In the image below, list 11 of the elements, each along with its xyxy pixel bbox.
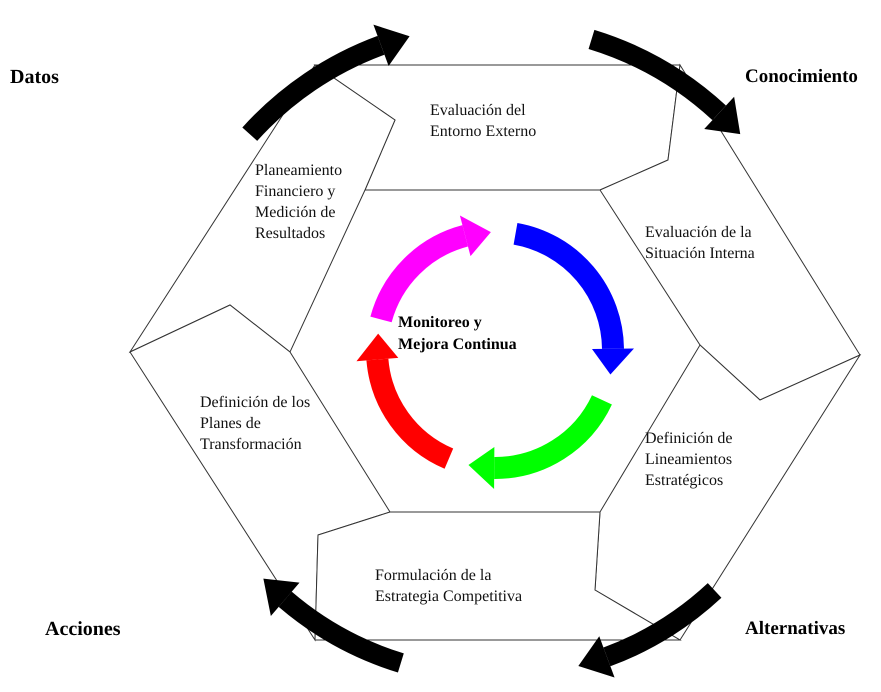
corner-label: Datos (10, 66, 59, 89)
segment-label: Evaluación del Entorno Externo (430, 101, 538, 142)
center-label: Monitoreo y Mejora Continua (398, 313, 518, 355)
corner-label: Conocimiento (745, 66, 858, 88)
segment-label: Planeamiento Financiero y Medición de Resultados (255, 161, 344, 244)
corner-label: Alternativas (745, 618, 846, 640)
segment-label: Definición de Lineamientos Estratégicos (645, 429, 734, 491)
segment-label: Evaluación de la Situación Interna (645, 223, 756, 264)
corner-label: Acciones (45, 618, 121, 641)
segment-label: Formulación de la Estrategia Competitiva (375, 566, 524, 607)
segment-label: Definición de los Planes de Transformación (200, 393, 312, 455)
